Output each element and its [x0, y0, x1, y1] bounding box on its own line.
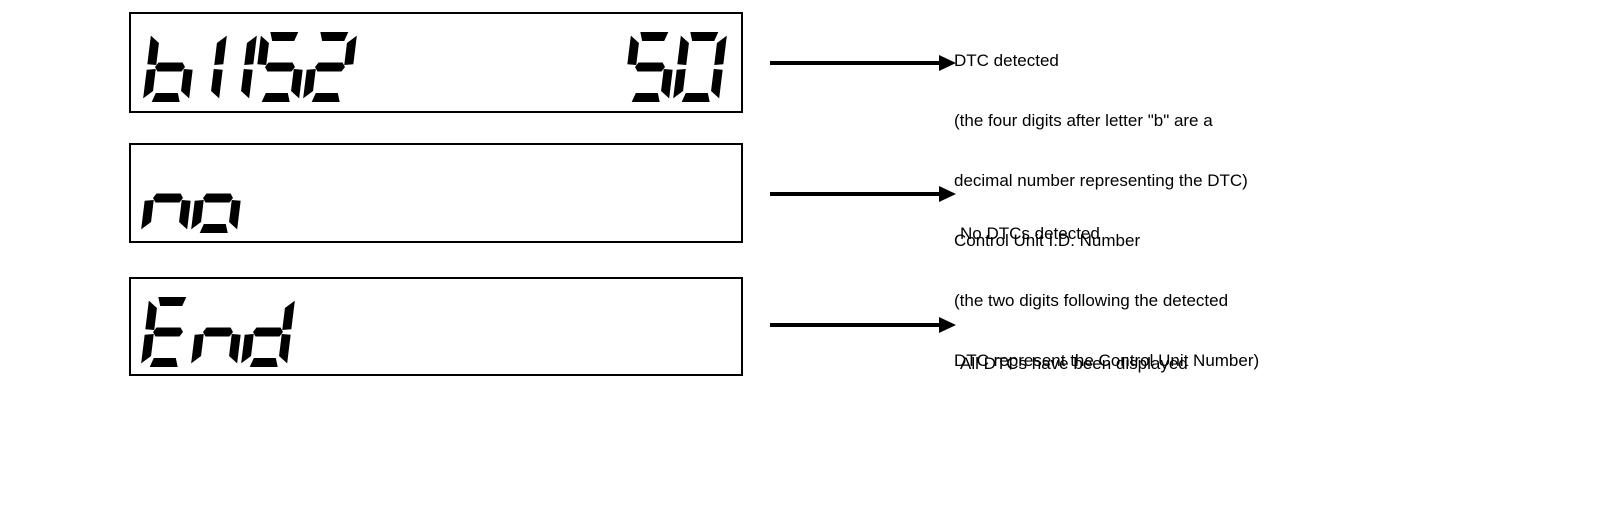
- annotation-line: No DTCs detected: [960, 224, 1100, 243]
- annotation-line: DTC detected: [954, 51, 1059, 70]
- annotation-dtc-detected: DTC detected (the four digits after lett…: [954, 11, 1259, 411]
- seven-segment-char: [303, 32, 358, 102]
- display-panel-dtc-detected: [129, 12, 743, 113]
- annotation-line: decimal number representing the DTC): [954, 171, 1248, 190]
- seven-segment-char: [141, 163, 196, 233]
- display-panel-end: [129, 277, 743, 376]
- arrow-right-icon: [770, 317, 956, 333]
- arrow-right-icon: [770, 55, 956, 71]
- annotation-line: All DTCs have been displayed: [960, 354, 1188, 373]
- annotation-line: DTC represent the Control Unit Number): [954, 351, 1260, 370]
- seven-segment-char: [143, 32, 198, 102]
- seven-segment-char: [623, 32, 678, 102]
- arrow-head: [939, 55, 956, 71]
- seven-segment-char: [673, 32, 728, 102]
- readout-left-panel-2: [141, 163, 246, 233]
- readout-left-panel-3: [141, 297, 296, 367]
- annotation-no-dtc: No DTCs detected: [960, 184, 1100, 284]
- seven-segment-char: [253, 32, 308, 102]
- readout-left-panel-1: [143, 32, 358, 102]
- seven-segment-char: [141, 297, 196, 367]
- arrow-right-icon: [770, 186, 956, 202]
- arrow-shaft: [770, 323, 940, 327]
- annotation-end: All DTCs have been displayed: [960, 314, 1188, 414]
- arrow-head: [939, 317, 956, 333]
- arrow-shaft: [770, 192, 940, 196]
- arrow-shaft: [770, 61, 940, 65]
- seven-segment-char: [193, 32, 228, 102]
- seven-segment-char: [191, 297, 246, 367]
- display-panel-no-dtc: [129, 143, 743, 243]
- annotation-line: (the four digits after letter "b" are a: [954, 111, 1213, 130]
- arrow-head: [939, 186, 956, 202]
- annotation-line: Control Unit I.D. Number: [954, 231, 1141, 250]
- annotation-line: (the two digits following the detected: [954, 291, 1229, 310]
- seven-segment-char: [241, 297, 296, 367]
- seven-segment-char: [223, 32, 258, 102]
- seven-segment-char: [191, 163, 246, 233]
- readout-right-panel-1: [627, 32, 727, 102]
